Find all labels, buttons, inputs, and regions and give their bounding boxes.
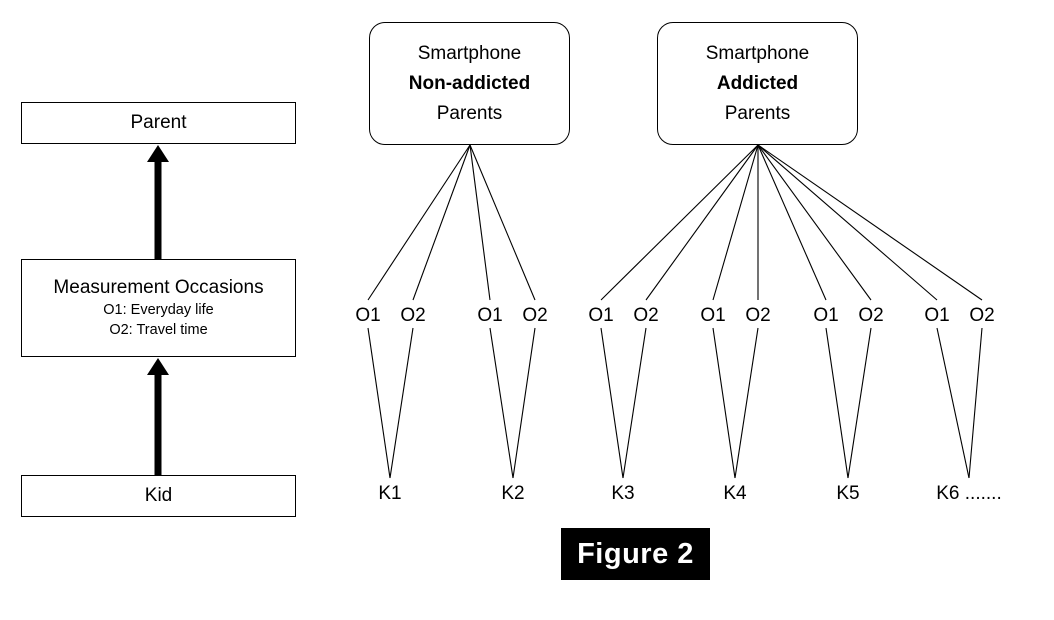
link-nonaddicted-apex-to-K1-O1 — [367, 144, 471, 301]
occasion-label-K5-O2: O2 — [858, 305, 884, 326]
link-O2-to-K4 — [734, 327, 759, 479]
arrow-measurement-to-parent — [147, 145, 169, 259]
link-O1-to-K2 — [489, 327, 514, 479]
occasion-label-K4-O1: O1 — [700, 305, 726, 326]
kid-box-label: Kid — [144, 485, 173, 506]
parent-box: Parent — [21, 102, 296, 144]
occasion-label-K2-O2: O2 — [522, 305, 548, 326]
occasion-label-K1-O1: O1 — [355, 305, 381, 326]
link-O1-to-K5 — [825, 327, 849, 479]
kid-box: Kid — [21, 475, 296, 517]
link-O2-to-K1 — [389, 327, 414, 479]
link-O2-to-K5 — [847, 327, 872, 479]
kid-label-K3: K3 — [611, 483, 635, 504]
group-addicted-line3: Parents — [724, 102, 791, 124]
group-nonaddicted-line3: Parents — [436, 102, 503, 124]
link-addicted-apex-to-K6-O1 — [757, 144, 938, 301]
link-addicted-apex-to-K5-O2 — [757, 144, 872, 301]
kid-label-K4: K4 — [723, 483, 747, 504]
figure-caption: Figure 2 — [561, 528, 710, 580]
group-addicted-line1: Smartphone — [705, 42, 810, 64]
link-nonaddicted-apex-to-K2-O2 — [469, 144, 536, 301]
group-nonaddicted-line2: Non-addicted — [408, 72, 531, 94]
link-nonaddicted-apex-to-K2-O1 — [469, 144, 491, 301]
link-O1-to-K4 — [712, 327, 736, 479]
parent-box-label: Parent — [130, 112, 187, 133]
link-O1-to-K3 — [600, 327, 624, 479]
link-addicted-apex-to-K4-O1 — [712, 144, 759, 301]
link-O2-to-K2 — [512, 327, 536, 479]
measurement-occasion-o2: O2: Travel time — [109, 322, 208, 338]
occasion-label-K3-O1: O1 — [588, 305, 614, 326]
measurement-occasions-title: Measurement Occasions — [53, 277, 264, 298]
group-box-nonaddicted: Smartphone Non-addicted Parents — [369, 22, 570, 145]
link-addicted-apex-to-K3-O1 — [600, 144, 759, 301]
group-box-addicted: Smartphone Addicted Parents — [657, 22, 858, 145]
occasion-label-K4-O2: O2 — [745, 305, 771, 326]
arrow-kid-to-measurement — [147, 358, 169, 475]
link-O1-to-K6 — [936, 327, 970, 479]
group-nonaddicted-line1: Smartphone — [417, 42, 522, 64]
kid-label-K6: K6 ....... — [936, 483, 1002, 504]
link-O2-to-K3 — [622, 327, 647, 479]
kid-label-K1: K1 — [378, 483, 402, 504]
link-nonaddicted-apex-to-K1-O2 — [412, 144, 471, 301]
occasion-label-K3-O2: O2 — [633, 305, 659, 326]
occasion-label-K1-O2: O2 — [400, 305, 426, 326]
kid-label-K2: K2 — [501, 483, 525, 504]
link-addicted-apex-to-K3-O2 — [645, 144, 759, 301]
measurement-occasions-box: Measurement Occasions O1: Everyday life … — [21, 259, 296, 357]
occasion-label-K2-O1: O1 — [477, 305, 503, 326]
link-addicted-apex-to-K6-O2 — [757, 144, 983, 301]
occasion-label-K5-O1: O1 — [813, 305, 839, 326]
group-addicted-line2: Addicted — [716, 72, 799, 94]
link-O1-to-K1 — [367, 327, 391, 479]
link-O2-to-K6 — [968, 327, 983, 479]
occasion-label-K6-O2: O2 — [969, 305, 995, 326]
measurement-occasion-o1: O1: Everyday life — [103, 302, 214, 318]
occasion-label-K6-O1: O1 — [924, 305, 950, 326]
kid-label-K5: K5 — [836, 483, 860, 504]
link-addicted-apex-to-K5-O1 — [757, 144, 827, 301]
